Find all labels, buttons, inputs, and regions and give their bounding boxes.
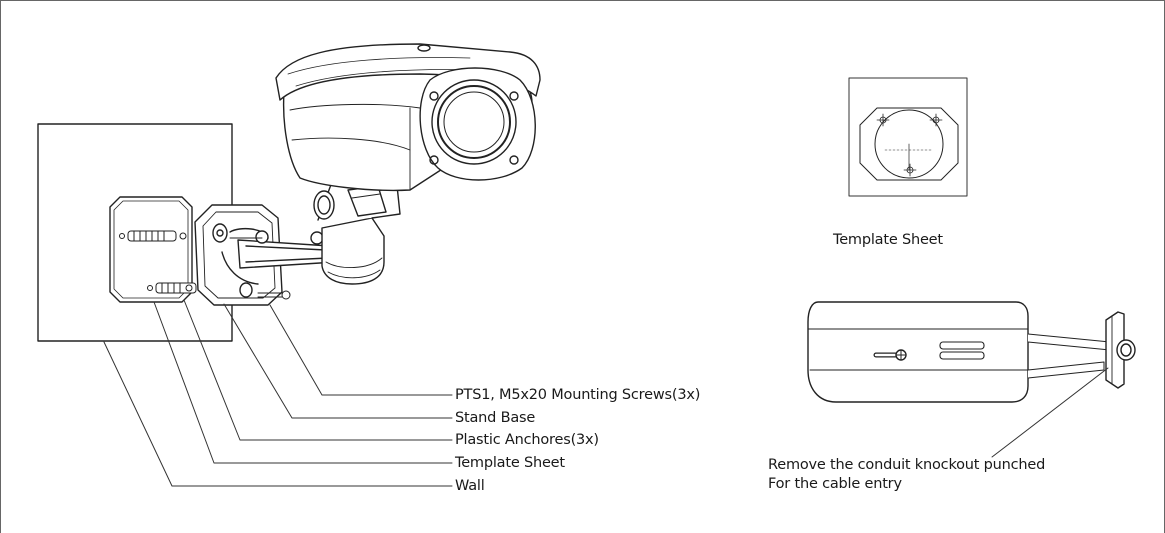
callout-leaders xyxy=(103,299,453,487)
callout-template-sheet: Template Sheet xyxy=(455,455,565,471)
plastic-anchors xyxy=(119,230,197,294)
callout-plastic-anchors: Plastic Anchores(3x) xyxy=(455,432,599,448)
callout-mounting-screws: PTS1, M5x20 Mounting Screws(3x) xyxy=(455,387,701,403)
template-sheet-detail xyxy=(848,77,968,197)
callout-wall: Wall xyxy=(455,478,485,494)
template-sheet-plate xyxy=(109,196,193,303)
knockout-note-line2: For the cable entry xyxy=(768,476,902,492)
bracket-arm xyxy=(237,230,337,269)
anchor-bottom xyxy=(147,282,197,294)
anchor-top xyxy=(119,230,177,242)
template-sheet-caption: Template Sheet xyxy=(833,232,943,248)
mounting-screws xyxy=(229,237,291,300)
camera-side-view xyxy=(807,301,1136,403)
callout-stand-base: Stand Base xyxy=(455,410,536,426)
knockout-leader xyxy=(991,367,1109,458)
knockout-note-line1: Remove the conduit knockout punched xyxy=(768,457,1046,473)
camera-front-lens xyxy=(419,67,536,181)
